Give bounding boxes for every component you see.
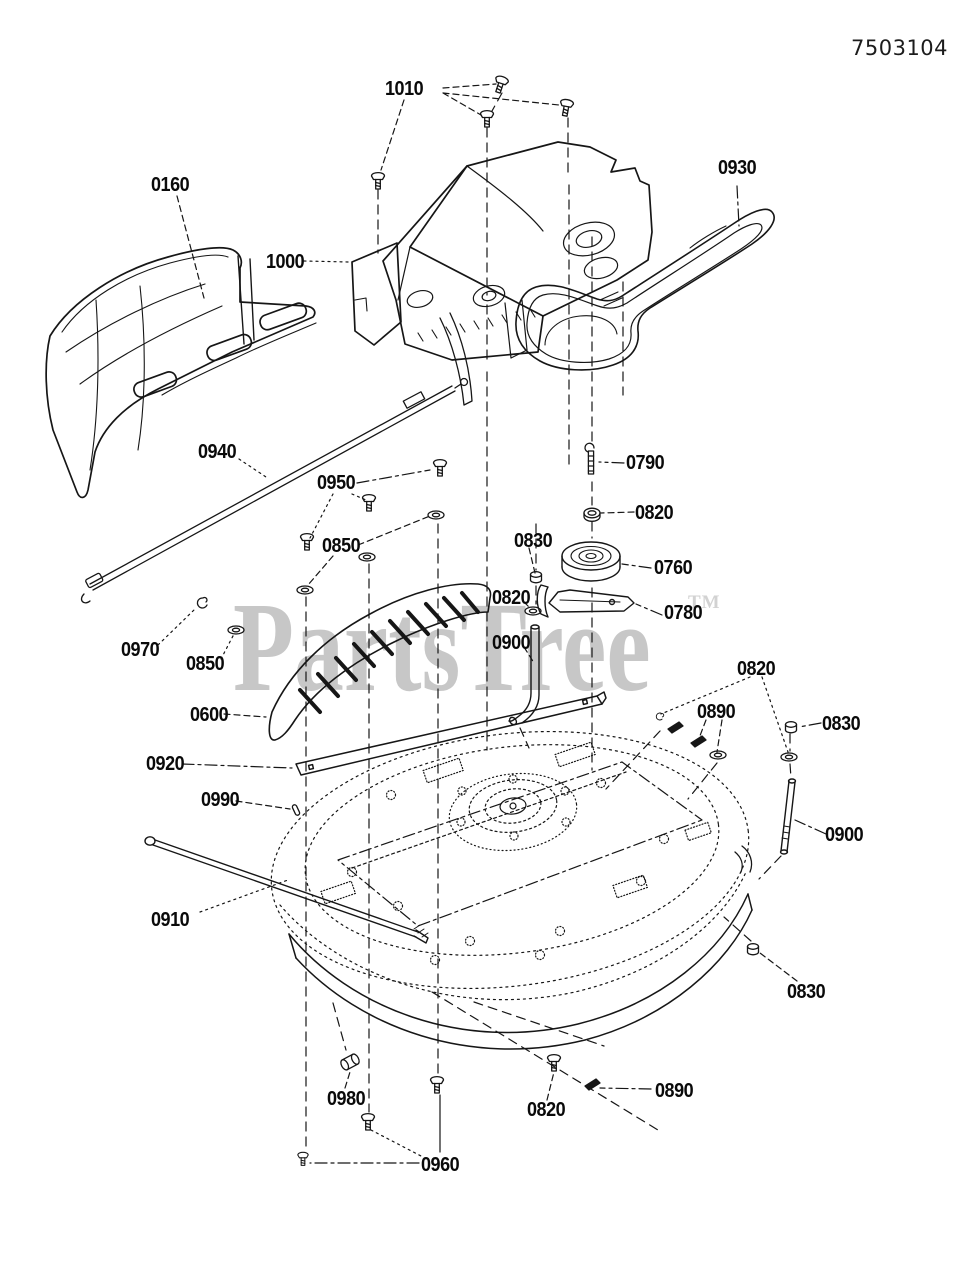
screw-1010 — [479, 109, 495, 128]
part-idler-pulley — [561, 541, 621, 582]
document-number: 7503104 — [851, 36, 949, 60]
bushing-0980 — [338, 1052, 362, 1072]
bolt-0950 — [432, 458, 448, 477]
nut-0830 — [746, 943, 760, 956]
projection-lines — [305, 92, 792, 1153]
washer-0850 — [358, 552, 376, 562]
washer-0820 — [780, 752, 798, 762]
bolt-0950 — [361, 493, 377, 512]
callout-0890-18: 0890 — [697, 701, 736, 723]
callout-0790-6: 0790 — [626, 452, 665, 474]
key-0990 — [290, 803, 302, 817]
callout-0160-1: 0160 — [151, 174, 190, 196]
callout-0820-11: 0820 — [492, 587, 531, 609]
callout-0890-26: 0890 — [655, 1080, 694, 1102]
callout-0970-14: 0970 — [121, 639, 160, 661]
nut-0960 — [297, 1151, 309, 1166]
callout-0820-27: 0820 — [527, 1099, 566, 1121]
callout-0930-3: 0930 — [718, 157, 757, 179]
part-mower-deck — [270, 730, 753, 1050]
watermark-trademark: TM — [688, 592, 721, 613]
callout-0780-12: 0780 — [664, 602, 703, 624]
callout-0960-28: 0960 — [421, 1154, 460, 1176]
part-bolt-rod — [779, 778, 797, 855]
nut-0830 — [784, 721, 798, 734]
screw-1010 — [370, 171, 386, 190]
part-spacer-tube — [508, 624, 540, 726]
washer-0850 — [427, 510, 445, 520]
nut-0830 — [529, 571, 543, 584]
bolt-0950 — [299, 532, 315, 551]
screw-1010 — [557, 97, 575, 118]
callout-0900-22: 0900 — [825, 824, 864, 846]
part-rod — [144, 836, 429, 944]
screw-0960 — [360, 1112, 376, 1131]
clip-0890 — [690, 735, 707, 748]
clip-0890 — [584, 1078, 601, 1091]
screw-0820 — [546, 1053, 562, 1072]
part-slotted-baffle — [268, 582, 492, 741]
part-scraper-bar — [295, 691, 607, 776]
callout-0600-17: 0600 — [190, 704, 229, 726]
washer-0890 — [709, 750, 727, 760]
callout-0920-20: 0920 — [146, 753, 185, 775]
leader-lines — [157, 83, 827, 1164]
fasteners — [196, 74, 798, 1166]
washer-0850 — [296, 585, 314, 595]
callout-0820-7: 0820 — [635, 502, 674, 524]
callout-0980-25: 0980 — [327, 1088, 366, 1110]
part-cable — [80, 377, 469, 604]
part-idler-arm — [536, 584, 635, 618]
screw-0960 — [429, 1075, 445, 1094]
part-v-belt — [515, 208, 775, 371]
clip-0890 — [667, 721, 684, 734]
callout-0830-9: 0830 — [514, 530, 553, 552]
callout-0830-24: 0830 — [787, 981, 826, 1003]
callout-0830-19: 0830 — [822, 713, 861, 735]
callout-1010-0: 1010 — [385, 78, 424, 100]
part-discharge-chute — [45, 246, 317, 499]
callout-0760-10: 0760 — [654, 557, 693, 579]
callout-0940-4: 0940 — [198, 441, 237, 463]
callout-0820-16: 0820 — [737, 658, 776, 680]
callout-0910-23: 0910 — [151, 909, 190, 931]
callout-0850-8: 0850 — [322, 535, 361, 557]
callout-0900-13: 0900 — [492, 632, 531, 654]
pin-0790 — [584, 442, 595, 475]
nut-0820 — [583, 507, 601, 522]
callout-0990-21: 0990 — [201, 789, 240, 811]
callout-0950-5: 0950 — [317, 472, 356, 494]
clip-0970 — [196, 596, 208, 609]
part-belt-cover — [351, 141, 653, 406]
callout-0850-15: 0850 — [186, 653, 225, 675]
callout-1000-2: 1000 — [266, 251, 305, 273]
pin-0820 — [654, 711, 665, 722]
washer-0850 — [227, 625, 245, 635]
